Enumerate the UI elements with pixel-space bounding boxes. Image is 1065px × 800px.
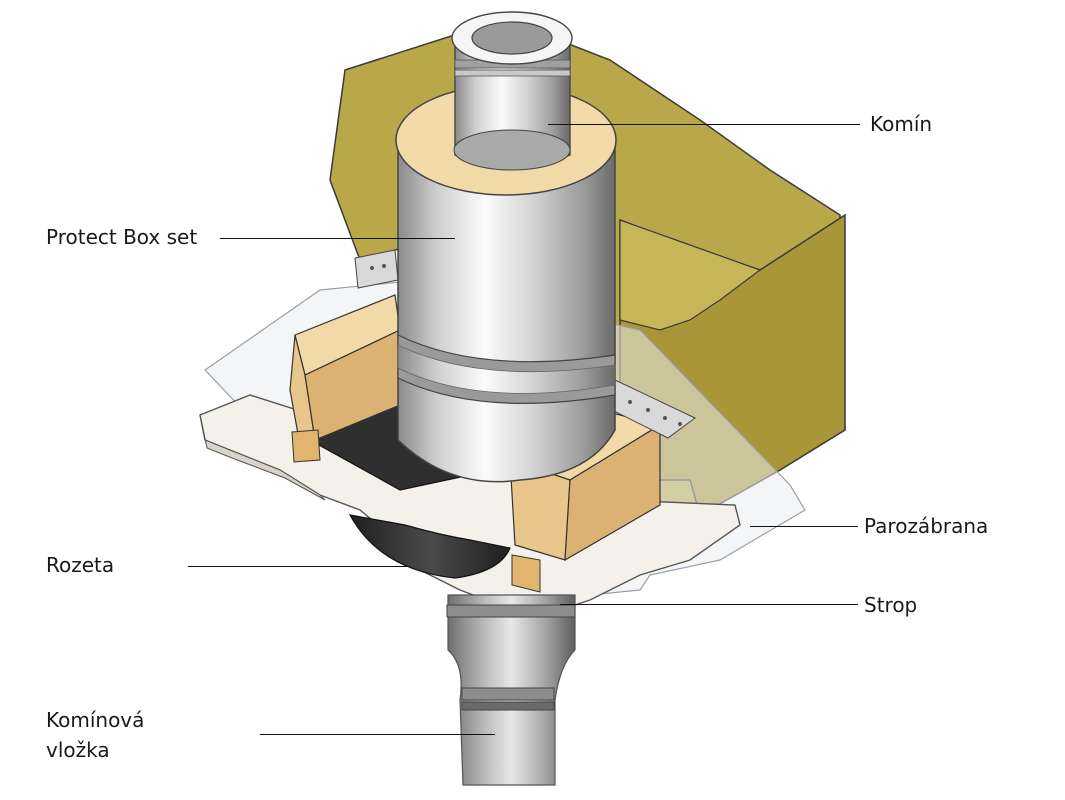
- label-kominova-vlozka-line1: Komínová: [46, 708, 145, 732]
- leader-line-kominova-vlozka: [260, 734, 495, 736]
- label-protect-box-set: Protect Box set: [46, 225, 198, 249]
- label-komin: Komín: [870, 112, 933, 136]
- label-rozeta: Rozeta: [46, 553, 115, 577]
- leader-line-rozeta: [188, 566, 408, 568]
- label-kominova-vlozka-line2: vložka: [46, 738, 110, 762]
- leader-line-strop: [560, 604, 858, 606]
- label-parozabrana: Parozábrana: [864, 514, 989, 538]
- leader-line-komin: [548, 124, 860, 126]
- leader-line-parozabrana: [750, 526, 858, 528]
- wooden-joist-left: [289, 294, 401, 463]
- chimney-liner-lower-pipe: [446, 594, 576, 786]
- label-strop: Strop: [864, 593, 918, 617]
- chimney-flue-pipe: [451, 11, 573, 171]
- rozeta-dish: [348, 514, 511, 579]
- leader-line-protect-box-set: [220, 238, 455, 240]
